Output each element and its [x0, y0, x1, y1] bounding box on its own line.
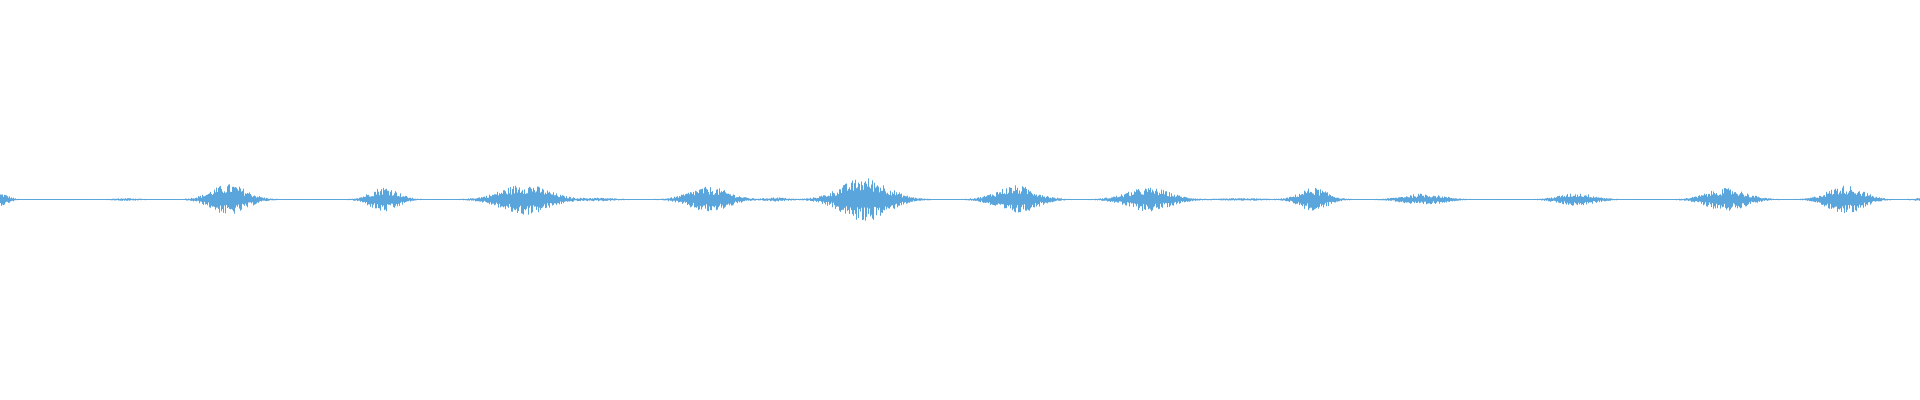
waveform-signal	[0, 178, 1920, 221]
